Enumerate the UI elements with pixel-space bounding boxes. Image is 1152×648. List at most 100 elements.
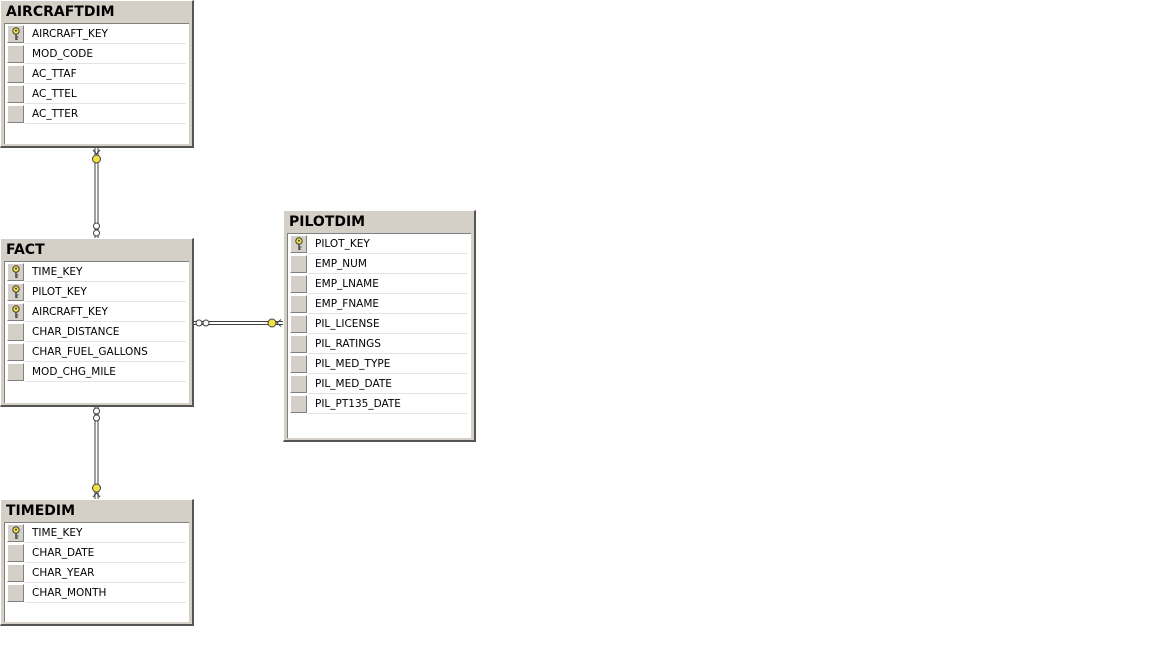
row-selector[interactable] [7, 544, 24, 562]
relationship-pilotdim-fact[interactable] [194, 318, 283, 328]
column-name: CHAR_DISTANCE [32, 326, 120, 338]
one-end-key-icon [267, 318, 277, 328]
column-row[interactable]: TIME_KEY [5, 523, 189, 543]
row-selector[interactable] [290, 275, 307, 293]
many-end-infinity-icon [93, 222, 100, 230]
column-row[interactable]: AIRCRAFT_KEY [5, 302, 189, 322]
column-row[interactable]: AC_TTAF [5, 64, 189, 84]
row-selector[interactable] [290, 315, 307, 333]
row-selector[interactable] [7, 524, 24, 542]
column-list: PILOT_KEY EMP_NUM EMP_LNAME EMP_FNAME PI… [287, 233, 471, 438]
column-name: PIL_RATINGS [315, 338, 381, 350]
relationship-timedim-fact[interactable] [92, 406, 101, 499]
row-selector[interactable] [7, 343, 24, 361]
column-row[interactable]: MOD_CHG_MILE [5, 362, 189, 382]
column-name: EMP_LNAME [315, 278, 379, 290]
one-end-key-icon [92, 483, 101, 493]
row-selector[interactable] [7, 263, 24, 281]
table-title: AIRCRAFTDIM [6, 4, 115, 20]
row-selector[interactable] [290, 395, 307, 413]
one-end-arrow-icon [92, 149, 101, 155]
table-timedim[interactable]: TIMEDIM TIME_KEY CHAR_DATE CHAR_YEAR CHA… [0, 499, 194, 626]
column-list: TIME_KEY PILOT_KEY AIRCRAFT_KEY CHAR_DIS… [4, 261, 189, 403]
column-row[interactable]: AC_TTEL [5, 84, 189, 104]
row-selector[interactable] [7, 323, 24, 341]
key-icon [12, 285, 20, 298]
column-name: EMP_FNAME [315, 298, 380, 310]
column-row[interactable]: PIL_LICENSE [288, 314, 471, 334]
many-end-infinity-icon [195, 319, 203, 327]
column-row[interactable]: PIL_PT135_DATE [288, 394, 471, 414]
row-selector[interactable] [290, 235, 307, 253]
row-selector[interactable] [7, 45, 24, 63]
row-selector[interactable] [290, 375, 307, 393]
one-end-arrow-icon [92, 492, 101, 498]
column-row[interactable]: AC_TTER [5, 104, 189, 124]
key-icon [12, 305, 20, 318]
column-row[interactable]: PILOT_KEY [5, 282, 189, 302]
column-row[interactable]: CHAR_YEAR [5, 563, 189, 583]
column-name: AC_TTEL [32, 88, 77, 100]
column-row[interactable]: PIL_MED_DATE [288, 374, 471, 394]
column-row[interactable]: PIL_RATINGS [288, 334, 471, 354]
column-name: AIRCRAFT_KEY [32, 306, 108, 318]
row-selector[interactable] [290, 335, 307, 353]
column-name: CHAR_MONTH [32, 587, 107, 599]
column-name: CHAR_DATE [32, 547, 95, 559]
row-selector[interactable] [7, 105, 24, 123]
column-list: AIRCRAFT_KEY MOD_CODE AC_TTAF AC_TTEL AC… [4, 23, 189, 144]
table-pilotdim[interactable]: PILOTDIM PILOT_KEY EMP_NUM EMP_LNAME EMP… [283, 210, 476, 442]
column-row[interactable]: PIL_MED_TYPE [288, 354, 471, 374]
row-selector[interactable] [7, 303, 24, 321]
key-icon [12, 265, 20, 278]
column-name: AC_TTER [32, 108, 79, 120]
column-name: TIME_KEY [32, 527, 83, 539]
row-selector[interactable] [7, 65, 24, 83]
column-row[interactable]: EMP_LNAME [288, 274, 471, 294]
table-title: PILOTDIM [289, 214, 366, 230]
column-row[interactable]: PILOT_KEY [288, 234, 471, 254]
column-name: PIL_PT135_DATE [315, 398, 401, 410]
column-name: PIL_MED_DATE [315, 378, 392, 390]
row-selector[interactable] [7, 564, 24, 582]
row-selector[interactable] [7, 283, 24, 301]
table-title: TIMEDIM [6, 503, 76, 519]
column-row[interactable]: CHAR_MONTH [5, 583, 189, 603]
column-name: AC_TTAF [32, 68, 77, 80]
column-name: MOD_CODE [32, 48, 93, 60]
column-row[interactable]: CHAR_FUEL_GALLONS [5, 342, 189, 362]
column-name: CHAR_YEAR [32, 567, 95, 579]
column-name: PIL_LICENSE [315, 318, 380, 330]
row-selector[interactable] [290, 355, 307, 373]
column-row[interactable]: AIRCRAFT_KEY [5, 24, 189, 44]
column-row[interactable]: EMP_NUM [288, 254, 471, 274]
column-name: PILOT_KEY [315, 238, 370, 250]
column-list: TIME_KEY CHAR_DATE CHAR_YEAR CHAR_MONTH [4, 522, 189, 622]
table-aircraftdim[interactable]: AIRCRAFTDIM AIRCRAFT_KEY MOD_CODE AC_TTA… [0, 0, 194, 148]
row-selector[interactable] [7, 584, 24, 602]
column-name: CHAR_FUEL_GALLONS [32, 346, 148, 358]
column-name: TIME_KEY [32, 266, 83, 278]
one-end-key-icon [92, 154, 101, 164]
relationship-aircraftdim-fact[interactable] [92, 148, 101, 238]
row-selector[interactable] [7, 85, 24, 103]
column-row[interactable]: CHAR_DISTANCE [5, 322, 189, 342]
column-row[interactable]: MOD_CODE [5, 44, 189, 64]
table-fact[interactable]: FACT TIME_KEY PILOT_KEY AIRCRAFT_KEY CHA… [0, 238, 194, 407]
row-selector[interactable] [290, 255, 307, 273]
one-end-arrow-icon [276, 319, 282, 327]
column-row[interactable]: EMP_FNAME [288, 294, 471, 314]
row-selector[interactable] [7, 363, 24, 381]
table-title: FACT [6, 242, 45, 258]
column-name: AIRCRAFT_KEY [32, 28, 108, 40]
key-icon [295, 237, 303, 250]
column-name: EMP_NUM [315, 258, 367, 270]
many-end-infinity-icon [93, 407, 100, 415]
column-row[interactable]: TIME_KEY [5, 262, 189, 282]
row-selector[interactable] [7, 25, 24, 43]
column-name: MOD_CHG_MILE [32, 366, 116, 378]
column-row[interactable]: CHAR_DATE [5, 543, 189, 563]
key-icon [12, 526, 20, 539]
row-selector[interactable] [290, 295, 307, 313]
